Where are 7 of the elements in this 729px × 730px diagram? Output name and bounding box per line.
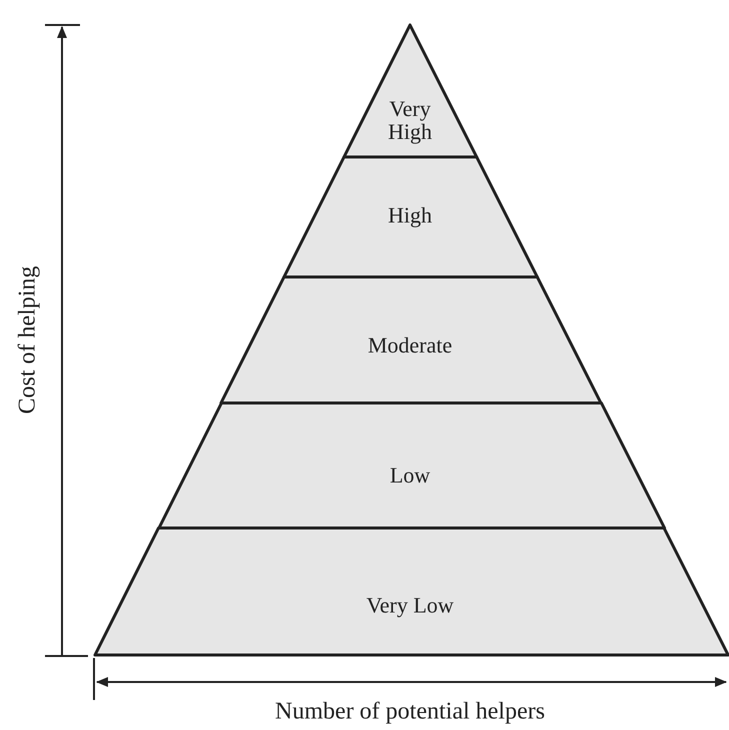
tier-label: Very High bbox=[387, 97, 433, 143]
tier-label: Very Low bbox=[366, 594, 454, 616]
tier-label: High bbox=[388, 204, 432, 226]
tier-label: Low bbox=[390, 464, 430, 486]
tier-label: Moderate bbox=[368, 334, 452, 356]
axis-label: Number of potential helpers bbox=[275, 698, 545, 726]
axis-label: Cost of helping bbox=[14, 266, 42, 414]
